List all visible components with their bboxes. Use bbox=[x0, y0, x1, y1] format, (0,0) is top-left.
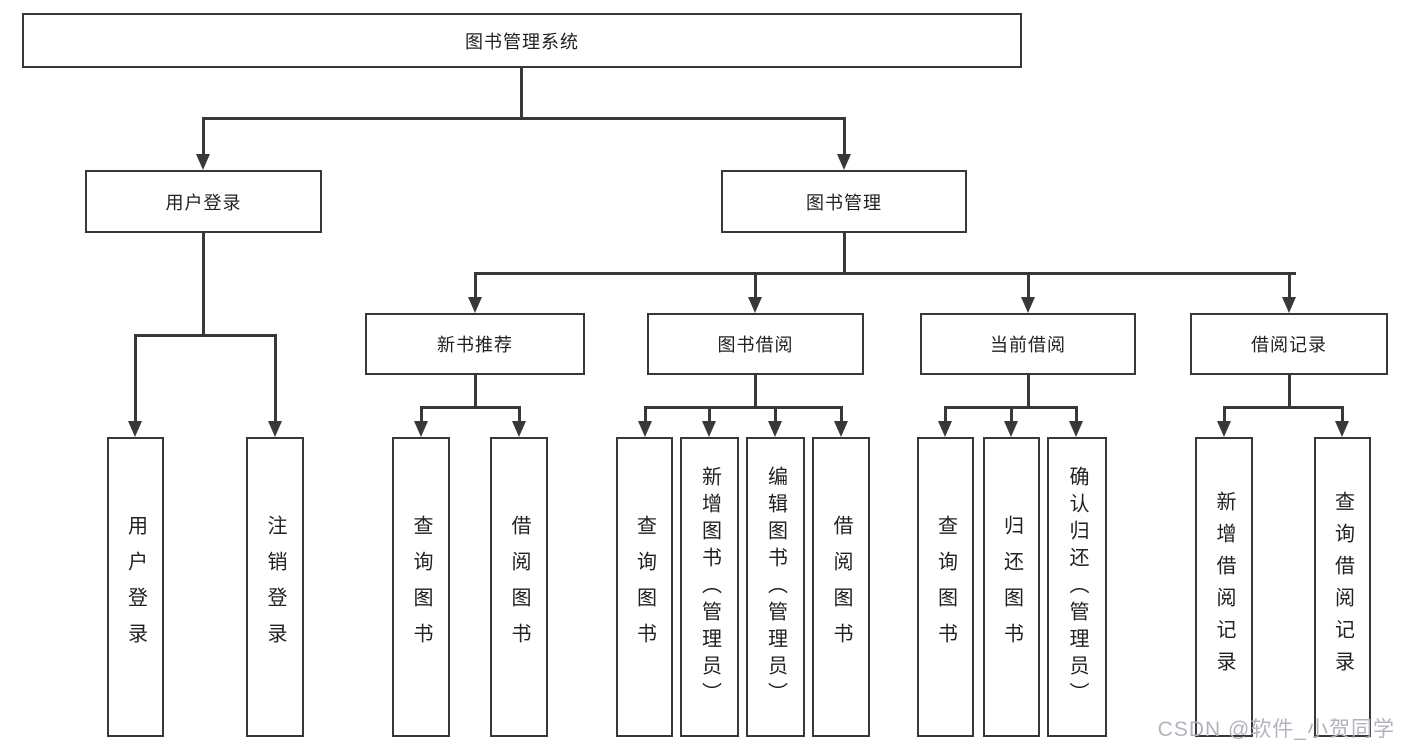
connector-line bbox=[1288, 272, 1291, 299]
arrow-down-icon bbox=[702, 421, 716, 437]
arrow-down-icon bbox=[414, 421, 428, 437]
connector-line bbox=[1027, 375, 1030, 409]
arrow-down-icon bbox=[1335, 421, 1349, 437]
arrow-down-icon bbox=[768, 421, 782, 437]
node-book-management: 图书管理 bbox=[721, 170, 967, 233]
leaf-add-book-admin: 新增图书（管理员） bbox=[680, 437, 739, 737]
arrow-down-icon bbox=[638, 421, 652, 437]
arrow-down-icon bbox=[1069, 421, 1083, 437]
node-current-borrowing: 当前借阅 bbox=[920, 313, 1136, 375]
arrow-down-icon bbox=[748, 297, 762, 313]
connector-line bbox=[843, 117, 846, 157]
connector-line bbox=[474, 375, 477, 409]
connector-line bbox=[754, 272, 757, 299]
arrow-down-icon bbox=[1282, 297, 1296, 313]
leaf-label: 编辑图书（管理员） bbox=[764, 465, 787, 709]
leaf-label: 查询借阅记录 bbox=[1331, 491, 1354, 683]
node-label: 图书管理 bbox=[806, 192, 882, 213]
leaf-query-books-borrow: 查询图书 bbox=[616, 437, 673, 737]
connector-line bbox=[1341, 406, 1344, 423]
leaf-label: 归还图书 bbox=[1000, 515, 1023, 659]
leaf-label: 借阅图书 bbox=[508, 515, 530, 659]
leaf-add-borrow-record: 新增借阅记录 bbox=[1195, 437, 1253, 737]
leaf-label: 查询图书 bbox=[633, 515, 656, 659]
node-label: 新书推荐 bbox=[437, 335, 513, 355]
arrow-down-icon bbox=[1004, 421, 1018, 437]
arrow-down-icon bbox=[834, 421, 848, 437]
leaf-label: 查询图书 bbox=[410, 515, 432, 659]
connector-line bbox=[1288, 375, 1291, 409]
leaf-query-books-recommend: 查询图书 bbox=[392, 437, 450, 737]
connector-line bbox=[774, 406, 777, 423]
leaf-label: 借阅图书 bbox=[830, 515, 852, 659]
arrow-down-icon bbox=[1021, 297, 1035, 313]
connector-line bbox=[754, 375, 757, 409]
leaf-borrow-books: 借阅图书 bbox=[812, 437, 870, 737]
csdn-watermark: CSDN @软件_小贺同学 bbox=[1157, 718, 1395, 741]
node-label: 当前借阅 bbox=[990, 335, 1066, 355]
connector-line bbox=[708, 406, 711, 423]
connector-line bbox=[202, 233, 205, 337]
leaf-query-books-current: 查询图书 bbox=[917, 437, 974, 737]
connector-line bbox=[420, 406, 521, 409]
node-label: 图书管理系统 bbox=[465, 31, 579, 52]
connector-line bbox=[134, 334, 137, 423]
connector-line bbox=[840, 406, 843, 423]
leaf-label: 注销登录 bbox=[264, 515, 286, 659]
connector-line bbox=[1027, 272, 1030, 299]
node-label: 用户登录 bbox=[165, 192, 242, 213]
connector-line bbox=[843, 233, 846, 275]
arrow-down-icon bbox=[1217, 421, 1231, 437]
arrow-down-icon bbox=[268, 421, 282, 437]
connector-line bbox=[644, 406, 647, 423]
connector-line bbox=[644, 406, 843, 409]
connector-line bbox=[474, 272, 477, 299]
arrow-down-icon bbox=[837, 154, 851, 170]
leaf-user-login: 用户登录 bbox=[107, 437, 164, 737]
leaf-return-book: 归还图书 bbox=[983, 437, 1040, 737]
connector-line bbox=[202, 117, 846, 120]
connector-line bbox=[944, 406, 947, 423]
leaf-label: 确认归还（管理员） bbox=[1066, 465, 1088, 709]
leaf-borrow-books-recommend: 借阅图书 bbox=[490, 437, 548, 737]
leaf-confirm-return-admin: 确认归还（管理员） bbox=[1047, 437, 1107, 737]
connector-line bbox=[518, 406, 521, 423]
connector-line bbox=[1223, 406, 1226, 423]
leaf-query-borrow-record: 查询借阅记录 bbox=[1314, 437, 1371, 737]
arrow-down-icon bbox=[938, 421, 952, 437]
connector-line bbox=[1010, 406, 1013, 423]
leaf-label: 新增借阅记录 bbox=[1213, 491, 1235, 683]
leaf-label: 新增图书（管理员） bbox=[698, 465, 721, 709]
connector-line bbox=[1223, 406, 1343, 409]
connector-line bbox=[520, 68, 523, 119]
node-label: 借阅记录 bbox=[1251, 335, 1327, 355]
connector-line bbox=[274, 334, 277, 423]
arrow-down-icon bbox=[512, 421, 526, 437]
arrow-down-icon bbox=[196, 154, 210, 170]
leaf-label: 用户登录 bbox=[124, 515, 147, 659]
leaf-label: 查询图书 bbox=[934, 515, 957, 659]
arrow-down-icon bbox=[128, 421, 142, 437]
leaf-logout: 注销登录 bbox=[246, 437, 304, 737]
arrow-down-icon bbox=[468, 297, 482, 313]
connector-line bbox=[420, 406, 423, 423]
node-borrow-records: 借阅记录 bbox=[1190, 313, 1388, 375]
connector-line bbox=[202, 117, 205, 157]
connector-line bbox=[134, 334, 277, 337]
node-user-login: 用户登录 bbox=[85, 170, 322, 233]
connector-line bbox=[1075, 406, 1078, 423]
leaf-edit-book-admin: 编辑图书（管理员） bbox=[746, 437, 805, 737]
node-label: 图书借阅 bbox=[717, 335, 794, 355]
node-library-management-system: 图书管理系统 bbox=[22, 13, 1022, 68]
connector-line bbox=[474, 272, 1296, 275]
node-book-borrowing: 图书借阅 bbox=[647, 313, 864, 375]
node-new-book-recommend: 新书推荐 bbox=[365, 313, 585, 375]
